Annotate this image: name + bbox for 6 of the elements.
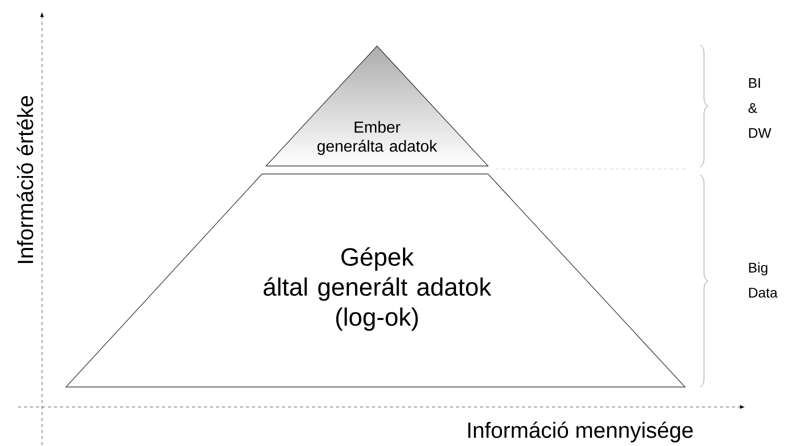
node-label: Gépek által generált adatok (log-ok) xyxy=(264,247,492,331)
axis-title: Információ értéke xyxy=(16,96,34,263)
bracket-label: BI & DW xyxy=(748,78,772,138)
bracket-label: Big Data xyxy=(749,262,778,298)
axis-title: Információ mennyisége xyxy=(468,422,693,442)
node-label: Ember generálta adatok xyxy=(318,121,438,155)
